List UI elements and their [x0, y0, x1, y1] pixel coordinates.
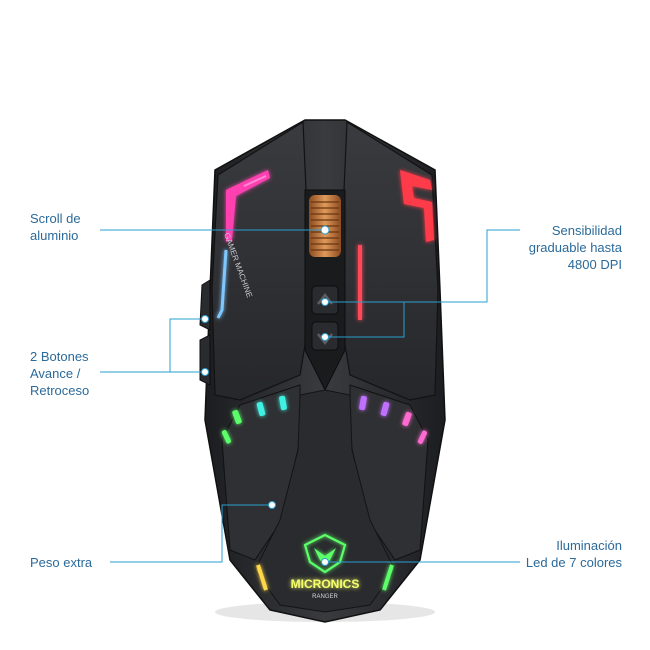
callout-line-weight: [110, 504, 272, 563]
callout-line-dpi: [325, 229, 520, 303]
callout-side-buttons-line-3: Retroceso: [30, 383, 90, 398]
led-strip-left: [221, 395, 287, 444]
callout-dpi-line-3: 4800 DPI: [567, 257, 622, 272]
led-left-accent: [216, 170, 270, 319]
callout-dpi: Sensibilidad graduable hasta 4800 DPI: [529, 222, 622, 273]
callout-line-side-buttons: [100, 318, 205, 373]
led-right-accent: [358, 170, 434, 320]
callout-side-buttons-line-1: 2 Botones: [30, 349, 89, 364]
callout-scroll-line-2: aluminio: [30, 228, 79, 243]
callout-lighting: Iluminación Led de 7 colores: [526, 537, 622, 571]
callout-dpi-line-1: Sensibilidad: [551, 223, 622, 238]
led-strip-right: [359, 395, 428, 444]
right-click-button: [343, 120, 439, 401]
callout-lines: [100, 225, 520, 566]
callout-lighting-line-1: Iluminación: [556, 538, 622, 553]
callout-scroll-line-1: Scroll de: [30, 211, 81, 226]
callout-line-dpi-2: [325, 302, 405, 338]
callout-scroll: Scroll de aluminio: [30, 210, 81, 244]
led-lower-sides: [256, 564, 394, 591]
callout-weight: Peso extra: [30, 554, 92, 571]
palm-rest-center: [254, 389, 396, 613]
callout-weight-line-1: Peso extra: [30, 555, 93, 570]
model-text: RANGER: [312, 594, 338, 600]
brand-text: MICRONICS: [291, 577, 360, 591]
callout-side-buttons-line-2: Avance /: [30, 366, 81, 381]
callout-lighting-line-2: Led de 7 colores: [525, 555, 622, 570]
callout-side-buttons: 2 Botones Avance / Retroceso: [30, 348, 89, 399]
callout-dpi-line-2: graduable hasta: [528, 240, 622, 255]
